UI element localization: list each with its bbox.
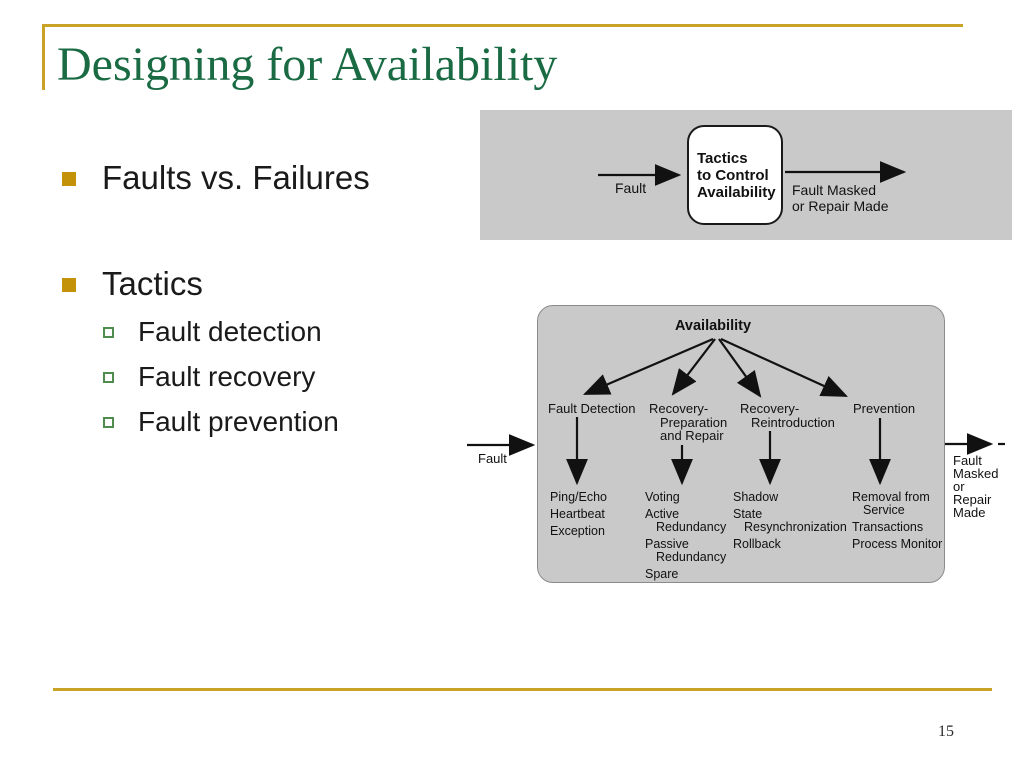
hollow-square-bullet-icon (103, 417, 114, 428)
page-number: 15 (938, 723, 954, 740)
category-label-recovery-reintroduction: Recovery-Reintroduction (740, 401, 835, 430)
tactic-item: Shadow (733, 490, 779, 504)
fan-arrow-recovery-preparation (671, 338, 716, 396)
bullet-label: Faults vs. Failures (102, 159, 370, 196)
tactic-item: Exception (550, 524, 605, 538)
tactic-item: Rollback (733, 537, 781, 551)
tactic-item: Process Monitor (852, 537, 943, 551)
sub-bullet-fault-prevention: Fault prevention (103, 406, 339, 438)
footer-accent-line (53, 688, 992, 691)
tactic-item: Spare (645, 567, 679, 581)
tactic-item: Heartbeat (550, 507, 605, 521)
tactic-item: Transactions (852, 520, 924, 534)
fan-arrow-fault-detection (582, 337, 714, 396)
bullet-square-icon (62, 278, 76, 292)
arrow-graphics (598, 161, 907, 186)
tactic-item: Voting (645, 490, 680, 504)
title-accent-line-top (42, 24, 963, 27)
hollow-square-bullet-icon (103, 372, 114, 383)
sub-bullet-fault-recovery: Fault recovery (103, 361, 315, 393)
tactics-container-box (537, 305, 945, 583)
category-label-prevention: Prevention (853, 401, 916, 416)
availability-root-label: Availability (675, 318, 752, 334)
availability-tactics-diagram: Availability Fault Detection Recov (460, 295, 1024, 595)
fan-arrow-prevention (720, 337, 849, 398)
arrow-graphics (467, 337, 1005, 486)
bullet-label: Tactics (102, 265, 203, 302)
page-title: Designing for Availability (57, 38, 558, 91)
tactic-list-fault-detection: Ping/Echo Heartbeat Exception (550, 491, 607, 542)
fault-in-label: Fault (615, 180, 647, 196)
sub-bullet-label: Fault detection (138, 316, 322, 347)
bullet-square-icon (62, 172, 76, 186)
bullet-item-faults-vs-failures: Faults vs. Failures (62, 160, 370, 196)
fault-in-label: Fault (478, 451, 507, 466)
tactic-item: Ping/Echo (550, 490, 607, 504)
bullet-item-tactics: Tactics (62, 266, 203, 302)
fan-arrow-recovery-reintroduction (718, 338, 762, 398)
hollow-square-bullet-icon (103, 327, 114, 338)
title-accent-line-side (42, 24, 45, 90)
sub-bullet-label: Fault recovery (138, 361, 316, 392)
sub-bullet-label: Fault prevention (138, 406, 339, 437)
sub-bullet-fault-detection: Fault detection (103, 316, 322, 348)
category-label-fault-detection: Fault Detection (548, 401, 636, 416)
